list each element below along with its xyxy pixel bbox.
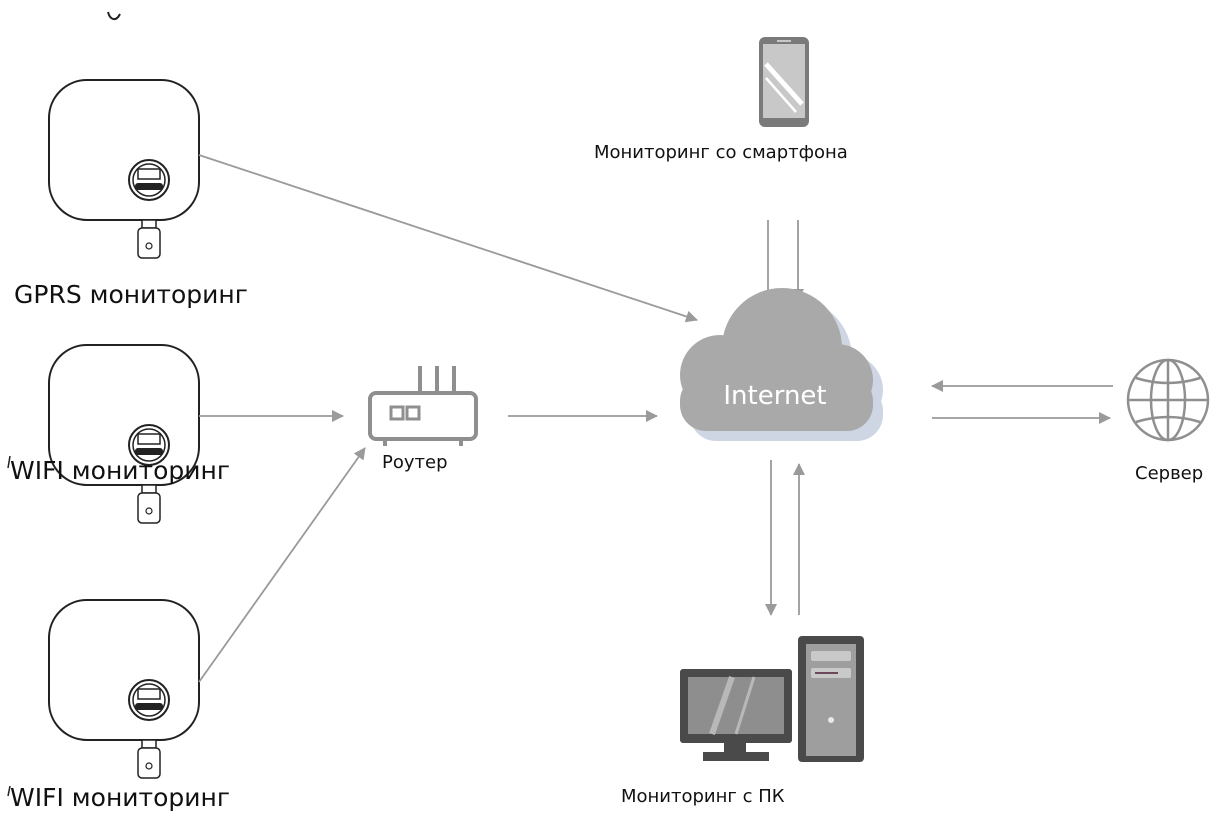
smartphone-monitoring-label: Мониторинг со смартфона — [594, 142, 848, 163]
smartphone-icon — [759, 37, 809, 127]
wifi-monitoring-label-1: WIFI мониторинг — [10, 456, 230, 485]
pc-tower-icon — [798, 636, 864, 762]
stray-tick-2 — [7, 785, 11, 797]
gprs-inverter-icon — [48, 79, 200, 259]
internet-label: Internet — [723, 381, 826, 411]
router-label: Роутер — [382, 452, 448, 473]
gprs-to-internet-arrow — [198, 154, 698, 323]
router-icon — [368, 366, 478, 446]
server-label: Сервер — [1135, 463, 1204, 484]
globe-icon — [1126, 358, 1210, 442]
stray-tick-1 — [7, 455, 11, 469]
wifi-monitoring-label-2: WIFI мониторинг — [10, 783, 230, 812]
gprs-monitoring-label: GPRS мониторинг — [14, 280, 248, 309]
pc-monitoring-label: Мониторинг с ПК — [621, 786, 785, 807]
monitor-icon — [680, 669, 792, 761]
cloud-icon — [680, 288, 883, 441]
wifi-inverter-2-icon — [48, 599, 200, 779]
wifi2-to-router-arrow — [198, 447, 366, 683]
wifi-inverter-1-icon — [48, 344, 200, 524]
stray-mark — [107, 11, 121, 20]
